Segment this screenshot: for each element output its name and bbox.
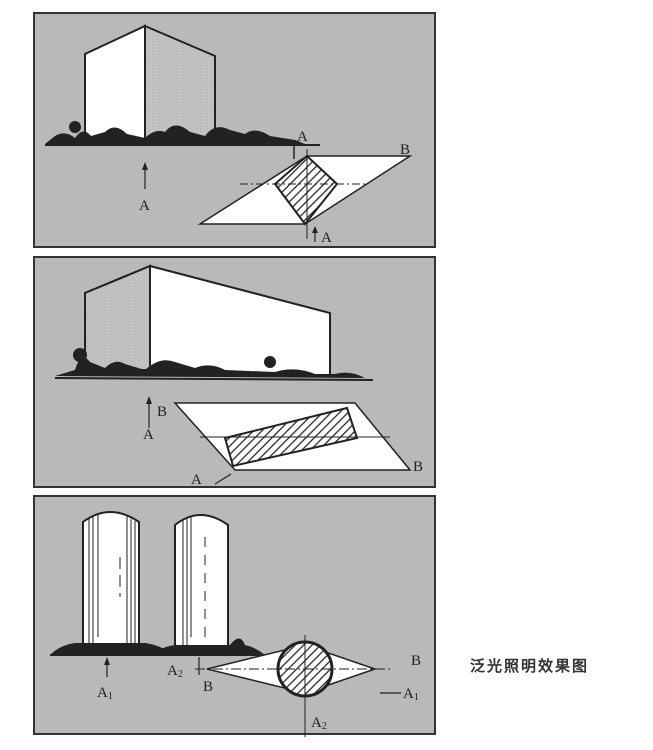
- label-a2-bottom: A2: [311, 715, 327, 732]
- label-a1-front: A1: [97, 685, 113, 702]
- plan-building-footprint: [273, 154, 339, 226]
- figure-caption: 泛光照明效果图: [470, 657, 590, 675]
- label-b: B: [400, 142, 410, 158]
- diagram-panel-cylinder-towers: A1 A2 B B A1 A2: [33, 495, 436, 737]
- building-lit-face: [84, 24, 146, 141]
- diagram-panel-long-building: B A B A: [33, 256, 436, 488]
- label-a-front: A: [139, 198, 150, 214]
- diagram-panel-square-building: A A B A: [33, 12, 436, 248]
- label-a2-left: A2: [167, 663, 183, 680]
- label-a-top: A: [297, 129, 308, 145]
- building-shaded-face: [144, 24, 216, 141]
- square-building-illustration: A A B A: [45, 24, 413, 246]
- label-b-right: B: [411, 653, 421, 669]
- label-b-left: B: [157, 404, 167, 420]
- label-a-left: A: [143, 427, 154, 443]
- building-shaded-face: [84, 264, 151, 371]
- label-a-bottom: A: [191, 472, 202, 488]
- tower-right: [174, 514, 229, 648]
- long-building-illustration: B A B A: [54, 264, 423, 488]
- building-lit-face: [149, 264, 331, 378]
- label-a-bottom: A: [321, 230, 332, 246]
- tower-left: [82, 511, 140, 646]
- label-b-right: B: [413, 459, 423, 475]
- cylinder-towers-illustration: A1 A2 B B A1 A2: [50, 511, 421, 737]
- label-a1-right: A1: [403, 686, 419, 703]
- label-b-left: B: [203, 679, 213, 695]
